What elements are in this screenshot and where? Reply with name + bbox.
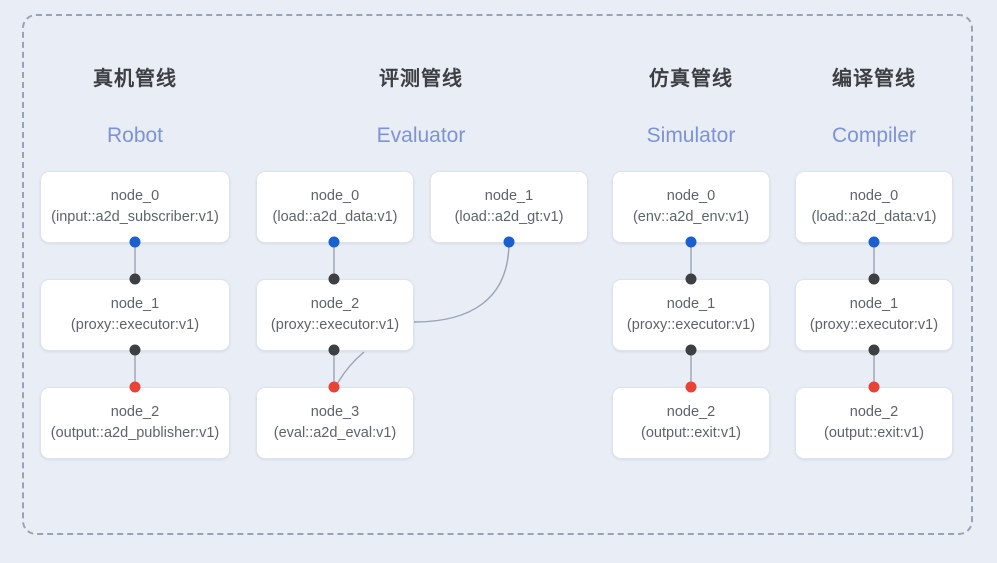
port-out-evaluator-2[interactable] [328,344,340,356]
port-sink-evaluator-3[interactable] [328,381,340,393]
port-out-evaluator-0[interactable] [328,236,340,248]
node-label-type: (load::a2d_data:v1) [272,209,398,225]
node-label-name: node_3 [310,403,360,420]
node-label-type: (output::a2d_publisher:v1) [50,425,220,441]
port-sink-simulator-2[interactable] [685,381,697,393]
node-label-name: node_1 [849,295,899,312]
node-evaluator-3[interactable]: node_3 (eval::a2d_eval:v1) [256,387,414,459]
port-out-compiler-0[interactable] [868,236,880,248]
port-out-robot-0[interactable] [129,236,141,248]
node-label-name: node_0 [666,187,716,204]
node-label-name: node_1 [484,187,534,204]
port-in-simulator-1[interactable] [685,273,697,285]
node-label-type: (output::exit:v1) [641,425,741,441]
node-label-name: node_0 [310,187,360,204]
node-robot-1[interactable]: node_1 (proxy::executor:v1) [40,279,230,351]
node-simulator-2[interactable]: node_2 (output::exit:v1) [612,387,770,459]
node-label-name: node_0 [110,187,160,204]
node-robot-2[interactable]: node_2 (output::a2d_publisher:v1) [40,387,230,459]
node-label-type: (env::a2d_env:v1) [632,209,750,225]
node-label-name: node_2 [310,295,360,312]
node-label-name: node_0 [849,187,899,204]
node-label-type: (proxy::executor:v1) [270,317,400,333]
node-compiler-0[interactable]: node_0 (load::a2d_data:v1) [795,171,953,243]
node-compiler-1[interactable]: node_1 (proxy::executor:v1) [795,279,953,351]
column-subtitle-evaluator: Evaluator [376,124,466,147]
column-title-evaluator: 评测管线 [379,68,463,90]
port-out-simulator-1[interactable] [685,344,697,356]
column-title-simulator: 仿真管线 [649,68,733,90]
node-label-type: (proxy::executor:v1) [70,317,200,333]
node-evaluator-2[interactable]: node_2 (proxy::executor:v1) [256,279,414,351]
node-evaluator-0[interactable]: node_0 (load::a2d_data:v1) [256,171,414,243]
node-label-name: node_2 [110,403,160,420]
node-simulator-1[interactable]: node_1 (proxy::executor:v1) [612,279,770,351]
node-evaluator-1[interactable]: node_1 (load::a2d_gt:v1) [430,171,588,243]
node-label-type: (proxy::executor:v1) [809,317,939,333]
node-label-name: node_2 [849,403,899,420]
node-label-type: (output::exit:v1) [824,425,924,441]
node-label-type: (proxy::executor:v1) [626,317,756,333]
node-label-type: (load::a2d_gt:v1) [454,209,564,225]
port-sink-compiler-2[interactable] [868,381,880,393]
diagram-dashed-frame [22,14,973,535]
port-out-compiler-1[interactable] [868,344,880,356]
column-title-robot: 真机管线 [93,68,177,90]
port-in-compiler-1[interactable] [868,273,880,285]
column-subtitle-robot: Robot [106,124,164,147]
node-label-name: node_1 [110,295,160,312]
node-label-type: (input::a2d_subscriber:v1) [51,209,219,225]
node-label-name: node_1 [666,295,716,312]
node-robot-0[interactable]: node_0 (input::a2d_subscriber:v1) [40,171,230,243]
column-subtitle-compiler: Compiler [831,124,917,147]
node-simulator-0[interactable]: node_0 (env::a2d_env:v1) [612,171,770,243]
port-in-robot-1[interactable] [129,273,141,285]
node-label-type: (load::a2d_data:v1) [811,209,937,225]
column-subtitle-simulator: Simulator [646,124,736,147]
node-compiler-2[interactable]: node_2 (output::exit:v1) [795,387,953,459]
node-label-name: node_2 [666,403,716,420]
column-title-compiler: 编译管线 [832,68,916,90]
port-out-robot-1[interactable] [129,344,141,356]
port-sink-robot-2[interactable] [129,381,141,393]
port-in-evaluator-2[interactable] [328,273,340,285]
node-label-type: (eval::a2d_eval:v1) [273,425,397,441]
port-out-evaluator-1[interactable] [503,236,515,248]
port-out-simulator-0[interactable] [685,236,697,248]
